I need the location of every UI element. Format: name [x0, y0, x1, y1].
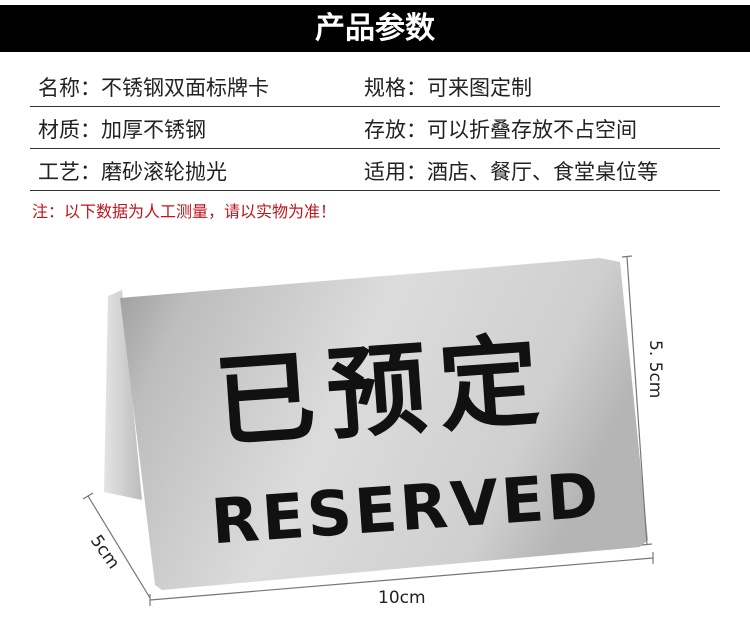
- spec-usage: 适用：酒店、餐厅、食堂桌位等: [364, 160, 658, 184]
- measurement-note: 注：以下数据为人工测量，请以实物为准！: [32, 202, 337, 221]
- width-label: 10cm: [378, 588, 426, 608]
- page-title: 产品参数: [0, 5, 750, 52]
- sign-text-cn: 已预定: [211, 322, 554, 462]
- spec-row: 材质：加厚不锈钢 存放：可以折叠存放不占空间: [30, 108, 720, 149]
- spec-row: 工艺：磨砂滚轮抛光 适用：酒店、餐厅、食堂桌位等: [30, 150, 720, 191]
- depth-label: 5cm: [86, 531, 123, 573]
- height-label: 5. 5cm: [645, 340, 665, 398]
- spec-material: 材质：加厚不锈钢: [38, 118, 206, 142]
- dimension-lines: [82, 255, 654, 606]
- sign-front-panel: [120, 258, 648, 590]
- spec-row: 名称：不锈钢双面标牌卡 规格：可来图定制: [30, 66, 720, 107]
- spec-size: 规格：可来图定制: [364, 76, 532, 100]
- spec-name: 名称：不锈钢双面标牌卡: [38, 76, 269, 100]
- sign-back-panel: [104, 290, 142, 500]
- spec-storage: 存放：可以折叠存放不占空间: [364, 118, 637, 142]
- spec-process: 工艺：磨砂滚轮抛光: [38, 160, 227, 184]
